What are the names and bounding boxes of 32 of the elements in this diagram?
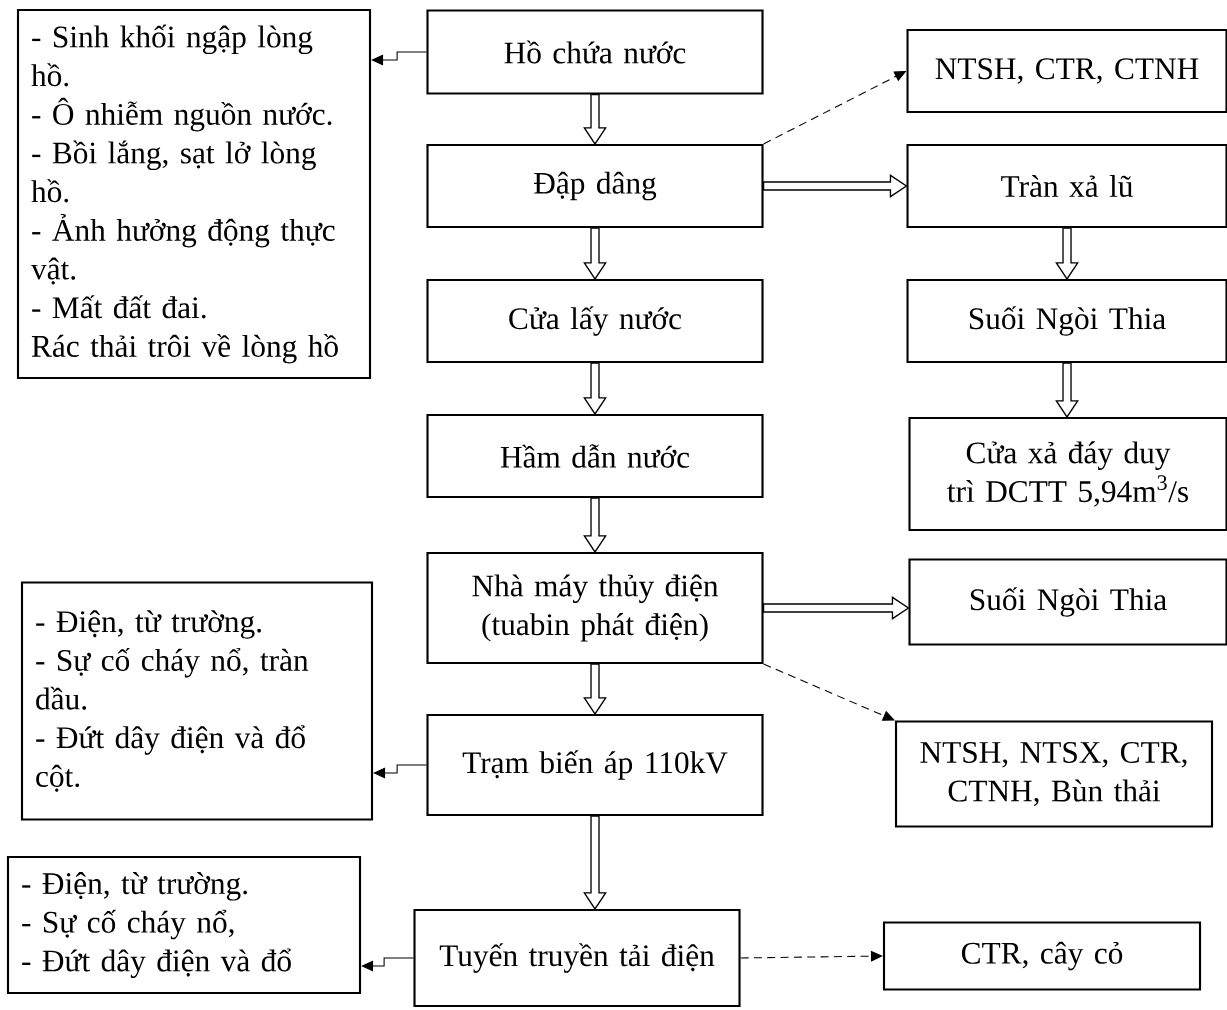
- block-arrow: [583, 362, 607, 416]
- dashed-arrow: [763, 663, 895, 721]
- process-box: Nhà máy thủy điện (tuabin phát điện): [426, 551, 764, 665]
- block-arrow: [762, 174, 908, 198]
- process-box: Hồ chứa nước: [426, 9, 764, 95]
- block-arrow: [583, 663, 607, 716]
- process-box: Tràn xả lũ: [906, 143, 1227, 229]
- text-box: - Điện, từ trường. - Sự cố cháy nổ, - Đứt dây điện và đổ: [6, 855, 362, 995]
- block-arrow: [583, 815, 607, 911]
- process-box: Hầm dẫn nước: [426, 413, 764, 499]
- text-box: - Sinh khối ngập lòng hồ. - Ô nhiễm nguồn nước. - Bồi lắng, sạt lở lòng hồ. - Ảnh hưởng động thực vật. - Mất đất đai. Rác thải trôi về lòng hồ: [16, 8, 372, 380]
- process-box: Suối Ngòi Thia: [908, 558, 1227, 646]
- process-box: Cửa lấy nước: [426, 278, 764, 364]
- block-arrow: [583, 227, 607, 281]
- process-box: Trạm biến áp 110kV: [426, 713, 764, 817]
- text-box: - Điện, từ trường. - Sự cố cháy nổ, tràn dầu. - Đứt dây điện và đổ cột.: [20, 581, 374, 821]
- block-arrow: [1055, 362, 1079, 419]
- process-box: CTR, cây cỏ: [882, 921, 1202, 991]
- process-box: NTSH, CTR, CTNH: [906, 28, 1227, 114]
- process-box: Suối Ngòi Thia: [906, 278, 1227, 364]
- elbow-arrow: [371, 51, 427, 66]
- block-arrow: [1055, 227, 1079, 281]
- elbow-arrow: [373, 764, 427, 779]
- block-arrow: [583, 93, 607, 146]
- block-arrow: [583, 497, 607, 554]
- dashed-arrow: [740, 950, 883, 962]
- block-arrow: [762, 596, 910, 620]
- process-box: Tuyến truyền tải điện: [413, 908, 741, 1008]
- elbow-arrow: [361, 957, 414, 972]
- process-box: NTSH, NTSX, CTR, CTNH, Bùn thải: [894, 720, 1214, 828]
- process-box: Cửa xả đáy duy trì DCTT 5,94m$^{3}$/s: [908, 416, 1227, 532]
- process-box: Đập dâng: [426, 143, 764, 229]
